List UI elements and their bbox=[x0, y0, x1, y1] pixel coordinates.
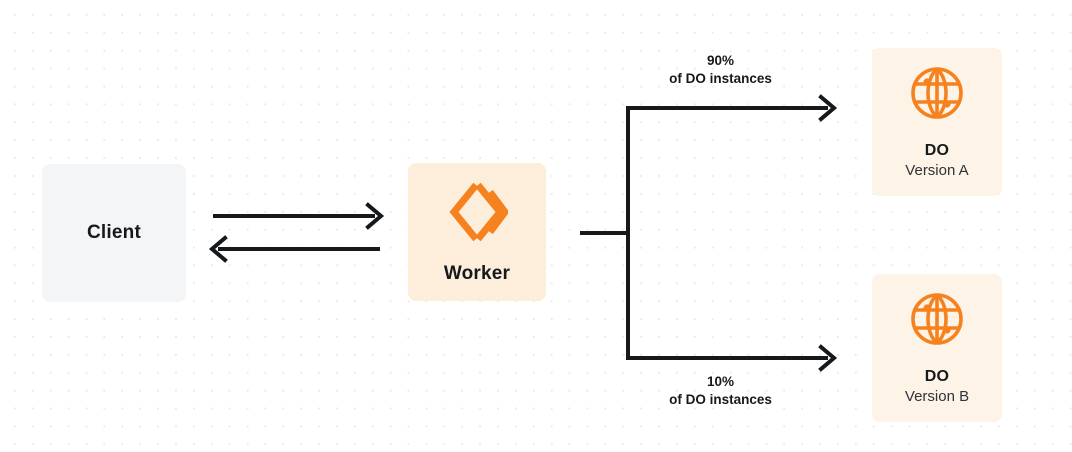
node-do-b-sublabel: Version B bbox=[904, 388, 970, 405]
arrow-worker-to-do-b bbox=[626, 344, 838, 372]
arrow-worker-to-do-a bbox=[626, 94, 838, 122]
edge-label-do-a: 90% of DO instances bbox=[613, 52, 828, 88]
edge-label-do-a-description: of DO instances bbox=[669, 71, 772, 86]
globe-icon bbox=[909, 291, 965, 352]
node-do-b-label: DO bbox=[924, 368, 950, 385]
node-worker[interactable]: Worker bbox=[408, 163, 546, 301]
node-do-version-a[interactable]: DO Version A bbox=[872, 48, 1002, 196]
edge-label-do-a-percent: 90% bbox=[706, 53, 735, 68]
node-do-version-b[interactable]: DO Version B bbox=[872, 274, 1002, 422]
arrow-client-to-worker bbox=[213, 202, 385, 230]
node-client-label: Client bbox=[87, 222, 141, 243]
edge-label-do-b-percent: 10% bbox=[706, 374, 735, 389]
cloudflare-workers-icon bbox=[446, 180, 510, 249]
edge-label-do-b: 10% of DO instances bbox=[613, 373, 828, 409]
node-do-a-label: DO bbox=[924, 142, 950, 159]
node-client[interactable]: Client bbox=[42, 164, 186, 302]
edge-label-do-b-description: of DO instances bbox=[669, 392, 772, 407]
node-worker-label: Worker bbox=[443, 262, 511, 284]
arrow-worker-to-client bbox=[208, 235, 380, 263]
globe-icon bbox=[909, 65, 965, 126]
connector-split-bus bbox=[580, 106, 630, 360]
node-do-a-sublabel: Version A bbox=[905, 162, 969, 179]
